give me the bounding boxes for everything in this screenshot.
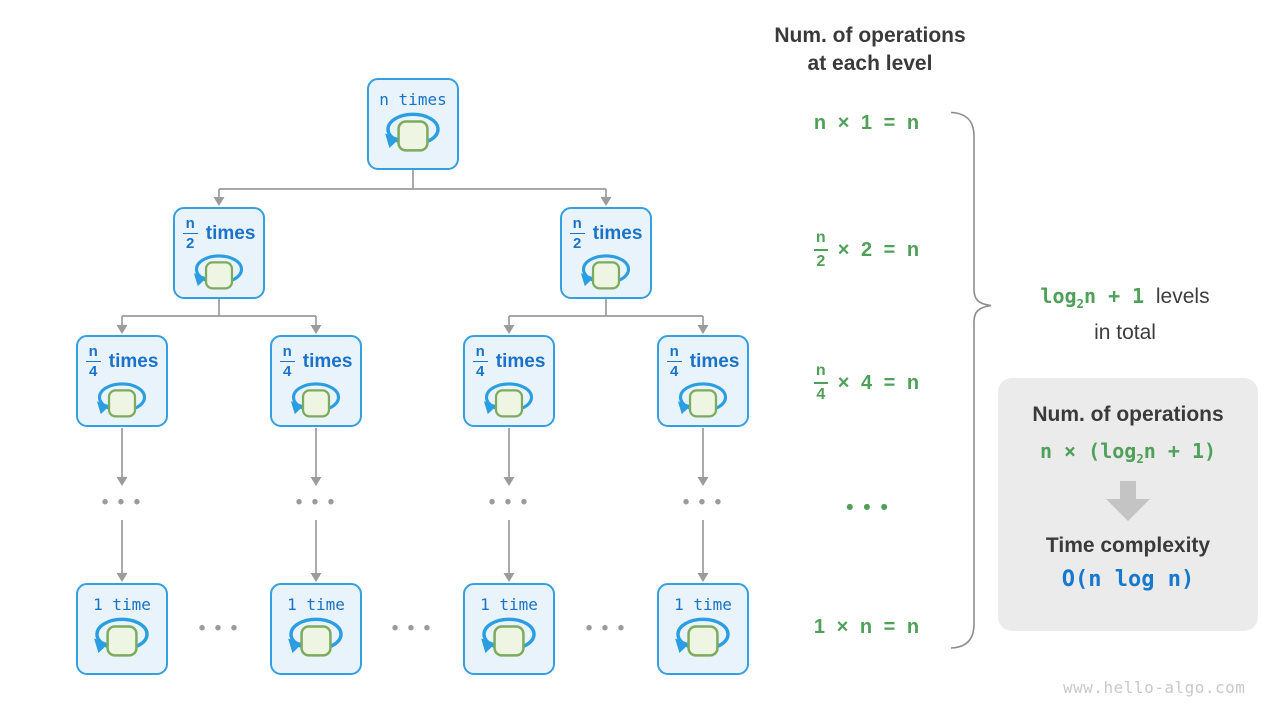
summary-title: Num. of operations bbox=[1032, 403, 1224, 426]
levels-count-formula: log2n + 1 bbox=[1040, 284, 1145, 311]
summary-box: Num. of operations n × (log2n + 1) Time … bbox=[998, 378, 1258, 631]
ops-column-header-line1: Num. of operations bbox=[774, 24, 966, 47]
loop-icon bbox=[673, 617, 730, 658]
tree-node-bottom-2: 1 time bbox=[270, 583, 362, 675]
website-watermark: www.hello-algo.com bbox=[1063, 678, 1246, 697]
tree-node-bottom-1: 1 time bbox=[76, 583, 168, 675]
ellipsis-row-3: • • • bbox=[585, 618, 627, 639]
summary-formula: n × (log2n + 1) bbox=[1039, 439, 1217, 466]
loop-icon bbox=[479, 617, 536, 658]
loop-icon bbox=[676, 382, 728, 418]
ops-formula-bottom: 1 × n = n bbox=[813, 616, 923, 638]
loop-icon bbox=[286, 617, 343, 658]
ops-formula-level1: n × 1 = n bbox=[813, 112, 923, 134]
loop-icon bbox=[579, 254, 631, 290]
ellipsis-row-1: • • • bbox=[198, 618, 240, 639]
loop-icon bbox=[192, 254, 244, 290]
loop-icon bbox=[289, 382, 341, 418]
summary-complexity-title: Time complexity bbox=[1045, 534, 1211, 557]
node-label: 1 time bbox=[480, 595, 538, 614]
tree-node-bottom-4: 1 time bbox=[657, 583, 749, 675]
tree-node-bottom-3: 1 time bbox=[463, 583, 555, 675]
ellipsis-row-2: • • • bbox=[391, 618, 433, 639]
levels-total-label: log2n + 1 levels in total bbox=[1002, 282, 1248, 347]
levels-total-label-line2: in total bbox=[1094, 321, 1156, 344]
loop-icon bbox=[95, 382, 147, 418]
node-label: 1 time bbox=[93, 595, 151, 614]
loop-icon bbox=[92, 617, 149, 658]
ellipsis-column-3: • • • bbox=[488, 492, 530, 513]
node-label: n times bbox=[379, 90, 447, 109]
ellipsis-column-4: • • • bbox=[682, 492, 724, 513]
summary-big-o: O(n log n) bbox=[1061, 567, 1195, 592]
node-label: 1 time bbox=[674, 595, 732, 614]
loop-icon bbox=[383, 112, 440, 153]
ellipsis-column-2: • • • bbox=[295, 492, 337, 513]
tree-node-root: n times bbox=[367, 78, 459, 170]
ellipsis-column-1: • • • bbox=[101, 492, 143, 513]
ops-formula-ellipsis: • • • bbox=[846, 496, 890, 519]
node-label: 1 time bbox=[287, 595, 345, 614]
down-block-arrow-icon bbox=[1106, 481, 1150, 521]
ops-column-header: Num. of operations at each level bbox=[750, 22, 990, 78]
loop-icon bbox=[482, 382, 534, 418]
ops-column-header-line2: at each level bbox=[807, 52, 933, 75]
